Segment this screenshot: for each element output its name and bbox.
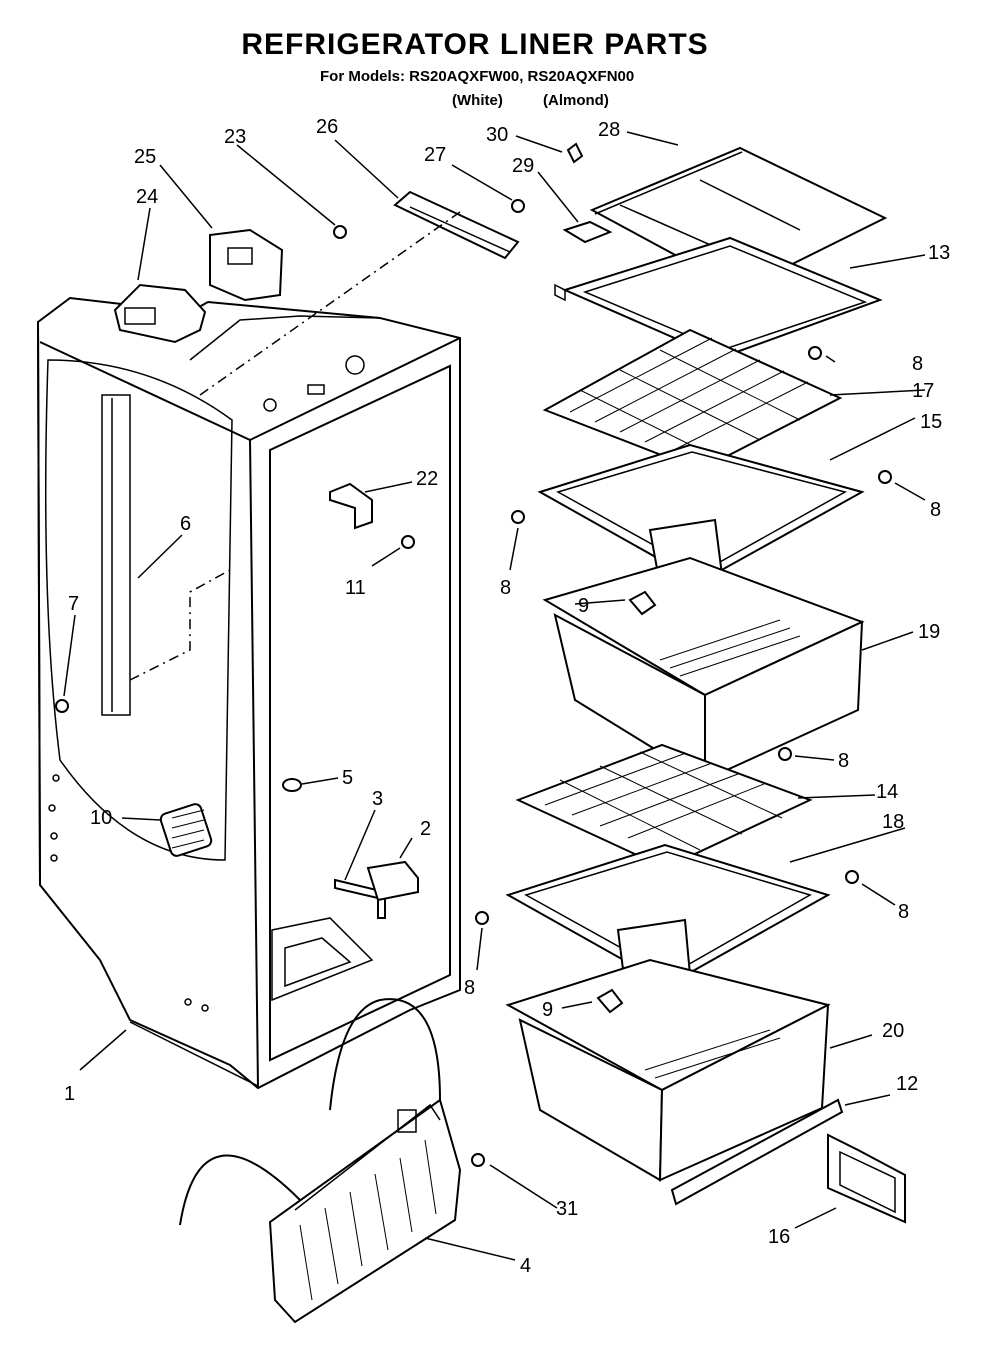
top-leader-line (199, 211, 461, 396)
callout-31: 31 (556, 1198, 578, 1220)
callout-13: 13 (928, 242, 950, 264)
crisper-cover-14 (515, 743, 813, 870)
callout-22: 22 (416, 468, 438, 490)
trim-12 (670, 1098, 844, 1206)
callout-20: 20 (882, 1020, 904, 1042)
bracket-2 (366, 860, 419, 902)
callout-25: 25 (134, 146, 156, 168)
callout-11: 11 (345, 577, 366, 599)
crisper-pan-19 (542, 518, 865, 782)
callout-1: 1 (64, 1083, 75, 1105)
callout-30: 30 (486, 124, 508, 146)
shelf-end-29 (562, 220, 613, 244)
divider-9-lower (596, 988, 624, 1014)
callout-9-a: 9 (578, 595, 589, 617)
bracket-16 (827, 1133, 906, 1224)
callout-18: 18 (882, 811, 904, 833)
callout-17: 17 (912, 380, 934, 402)
wire-harness-left (179, 1154, 301, 1226)
light-shield-25 (209, 228, 284, 302)
callout-6: 6 (180, 513, 191, 535)
callout-29: 29 (512, 155, 534, 177)
callout-4: 4 (520, 1255, 531, 1277)
callout-5: 5 (342, 767, 353, 789)
callout-24: 24 (136, 186, 158, 208)
callout-8-f: 8 (464, 977, 475, 999)
callout-8-b: 8 (930, 499, 941, 521)
callout-9-b: 9 (542, 999, 553, 1021)
callout-16: 16 (768, 1226, 790, 1248)
crisper-frame-15 (537, 443, 865, 584)
color-almond-label: (Almond) (543, 92, 609, 109)
color-white-label: (White) (452, 92, 503, 109)
crisper-pan-20 (505, 918, 831, 1182)
shelf-frame-13 (562, 236, 883, 360)
clip-8-right-middle (778, 747, 792, 761)
callout-8-e: 8 (898, 901, 909, 923)
screw-31 (471, 1153, 485, 1167)
bracket-22 (329, 482, 373, 530)
screw-23 (333, 225, 347, 239)
callout-23: 23 (224, 126, 246, 148)
callout-8-a: 8 (912, 353, 923, 375)
wire-harness-right (329, 998, 441, 1111)
callout-7: 7 (68, 593, 79, 615)
clip-30 (566, 142, 584, 164)
callout-10: 10 (90, 807, 112, 829)
screw-7 (55, 699, 69, 713)
clip-8-right-upper (878, 470, 892, 484)
callout-12: 12 (896, 1073, 918, 1095)
clip-8-left-lower (475, 911, 489, 925)
callout-26: 26 (316, 116, 338, 138)
plug-5 (282, 778, 302, 792)
callout-15: 15 (920, 411, 942, 433)
screw-11 (401, 535, 415, 549)
callout-14: 14 (876, 781, 898, 803)
clip-8-top (808, 346, 822, 360)
clip-8-right-lower (845, 870, 859, 884)
strip-leader-line (129, 569, 231, 681)
screw-27 (511, 199, 525, 213)
callout-27: 27 (424, 144, 446, 166)
crisper-frame-18 (505, 843, 831, 987)
models-line: For Models: RS20AQXFW00, RS20AQXFN00 (320, 68, 635, 85)
cabinet-liner (36, 296, 461, 1090)
divider-9-upper (628, 590, 657, 616)
clip-8-left-upper (511, 510, 525, 524)
callout-8-d: 8 (838, 750, 849, 772)
leader-arrows (63, 131, 926, 1261)
callout-19: 19 (918, 621, 940, 643)
callout-28: 28 (598, 119, 620, 141)
page-title: REFRIGERATOR LINER PARTS (241, 28, 709, 61)
drawer-pan-4 (268, 1098, 462, 1324)
vent-grille (159, 803, 213, 857)
callout-3: 3 (372, 788, 383, 810)
callout-8-c: 8 (500, 577, 511, 599)
light-assembly-24 (113, 283, 207, 344)
callout-2: 2 (420, 818, 431, 840)
